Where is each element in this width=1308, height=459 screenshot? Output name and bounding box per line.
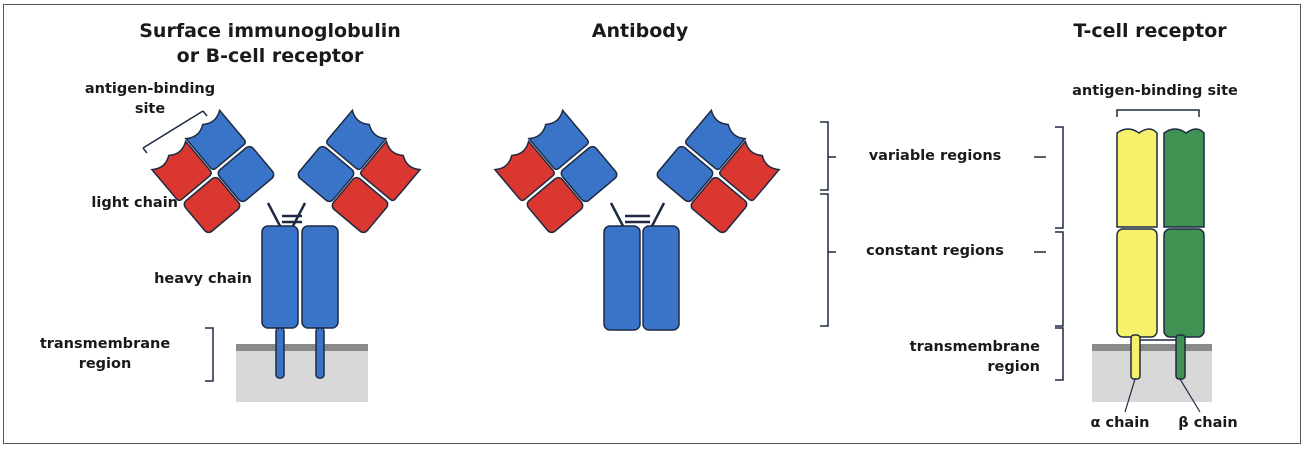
- tcell-antigen-site-label: antigen-binding site: [1072, 83, 1238, 99]
- bcell-heavy-constant: [261, 225, 339, 329]
- constant-regions-label: constant regions: [866, 243, 1004, 259]
- variable-region-bracket: [820, 121, 836, 191]
- bcell-antigen-site-label-line1: antigen-binding: [84, 81, 216, 97]
- tcell-alpha-chain: [1116, 128, 1158, 380]
- bcell-title-line1: Surface immunoglobulin: [139, 20, 401, 42]
- tcell-transmembrane-bracket: [1055, 327, 1064, 381]
- bcell-hinge: [266, 202, 307, 227]
- bcell-transmembrane-label-line1: transmembrane: [39, 336, 171, 352]
- t-cell-receptor: [1055, 109, 1212, 413]
- constant-region-bracket: [820, 193, 836, 327]
- bcell-transmembrane-bracket: [205, 327, 214, 382]
- beta-chain-pointer: [1179, 378, 1201, 413]
- tcell-variable-bracket: [1055, 126, 1064, 229]
- bcell-right-arm: [297, 109, 421, 234]
- antibody-right-arm: [656, 109, 780, 234]
- antibody: [494, 109, 780, 331]
- tcell-membrane: [1092, 344, 1212, 402]
- tcell-antigen-bracket: [1116, 109, 1200, 117]
- bcell-title-line2: or B-cell receptor: [176, 45, 364, 67]
- antibody-title: Antibody: [591, 20, 689, 42]
- bcell-tails: [275, 327, 325, 379]
- tcell-constant-bracket: [1055, 231, 1064, 327]
- tcell-transmembrane-label-line2: region: [987, 359, 1040, 375]
- tcell-beta-chain: [1163, 128, 1205, 380]
- light-chain-label: light chain: [91, 195, 178, 211]
- variable-regions-label: variable regions: [868, 148, 1002, 164]
- heavy-chain-label: heavy chain: [154, 271, 252, 287]
- region-brackets: [820, 121, 1046, 327]
- antibody-left-arm: [494, 109, 618, 234]
- tcell-membrane-top: [1092, 344, 1212, 351]
- alpha-chain-label: α chain: [1090, 415, 1150, 431]
- bcell-membrane-top: [236, 344, 368, 351]
- bcell-transmembrane-label-line2: region: [78, 356, 132, 372]
- bcell-antigen-site-label-line2: site: [134, 101, 166, 117]
- bcell-membrane: [236, 344, 368, 402]
- tcell-transmembrane-label-line1: transmembrane: [909, 339, 1040, 355]
- antibody-hinge: [609, 202, 666, 227]
- tcell-title: T-cell receptor: [1073, 20, 1227, 42]
- figure-frame: [3, 4, 1301, 444]
- bcell-antigen-bracket: [142, 110, 208, 154]
- antibody-heavy-constant: [603, 225, 680, 331]
- bcell-left-arm: [151, 109, 275, 234]
- b-cell-receptor: [142, 109, 421, 402]
- alpha-chain-pointer: [1124, 378, 1136, 413]
- beta-chain-label: β chain: [1178, 415, 1238, 431]
